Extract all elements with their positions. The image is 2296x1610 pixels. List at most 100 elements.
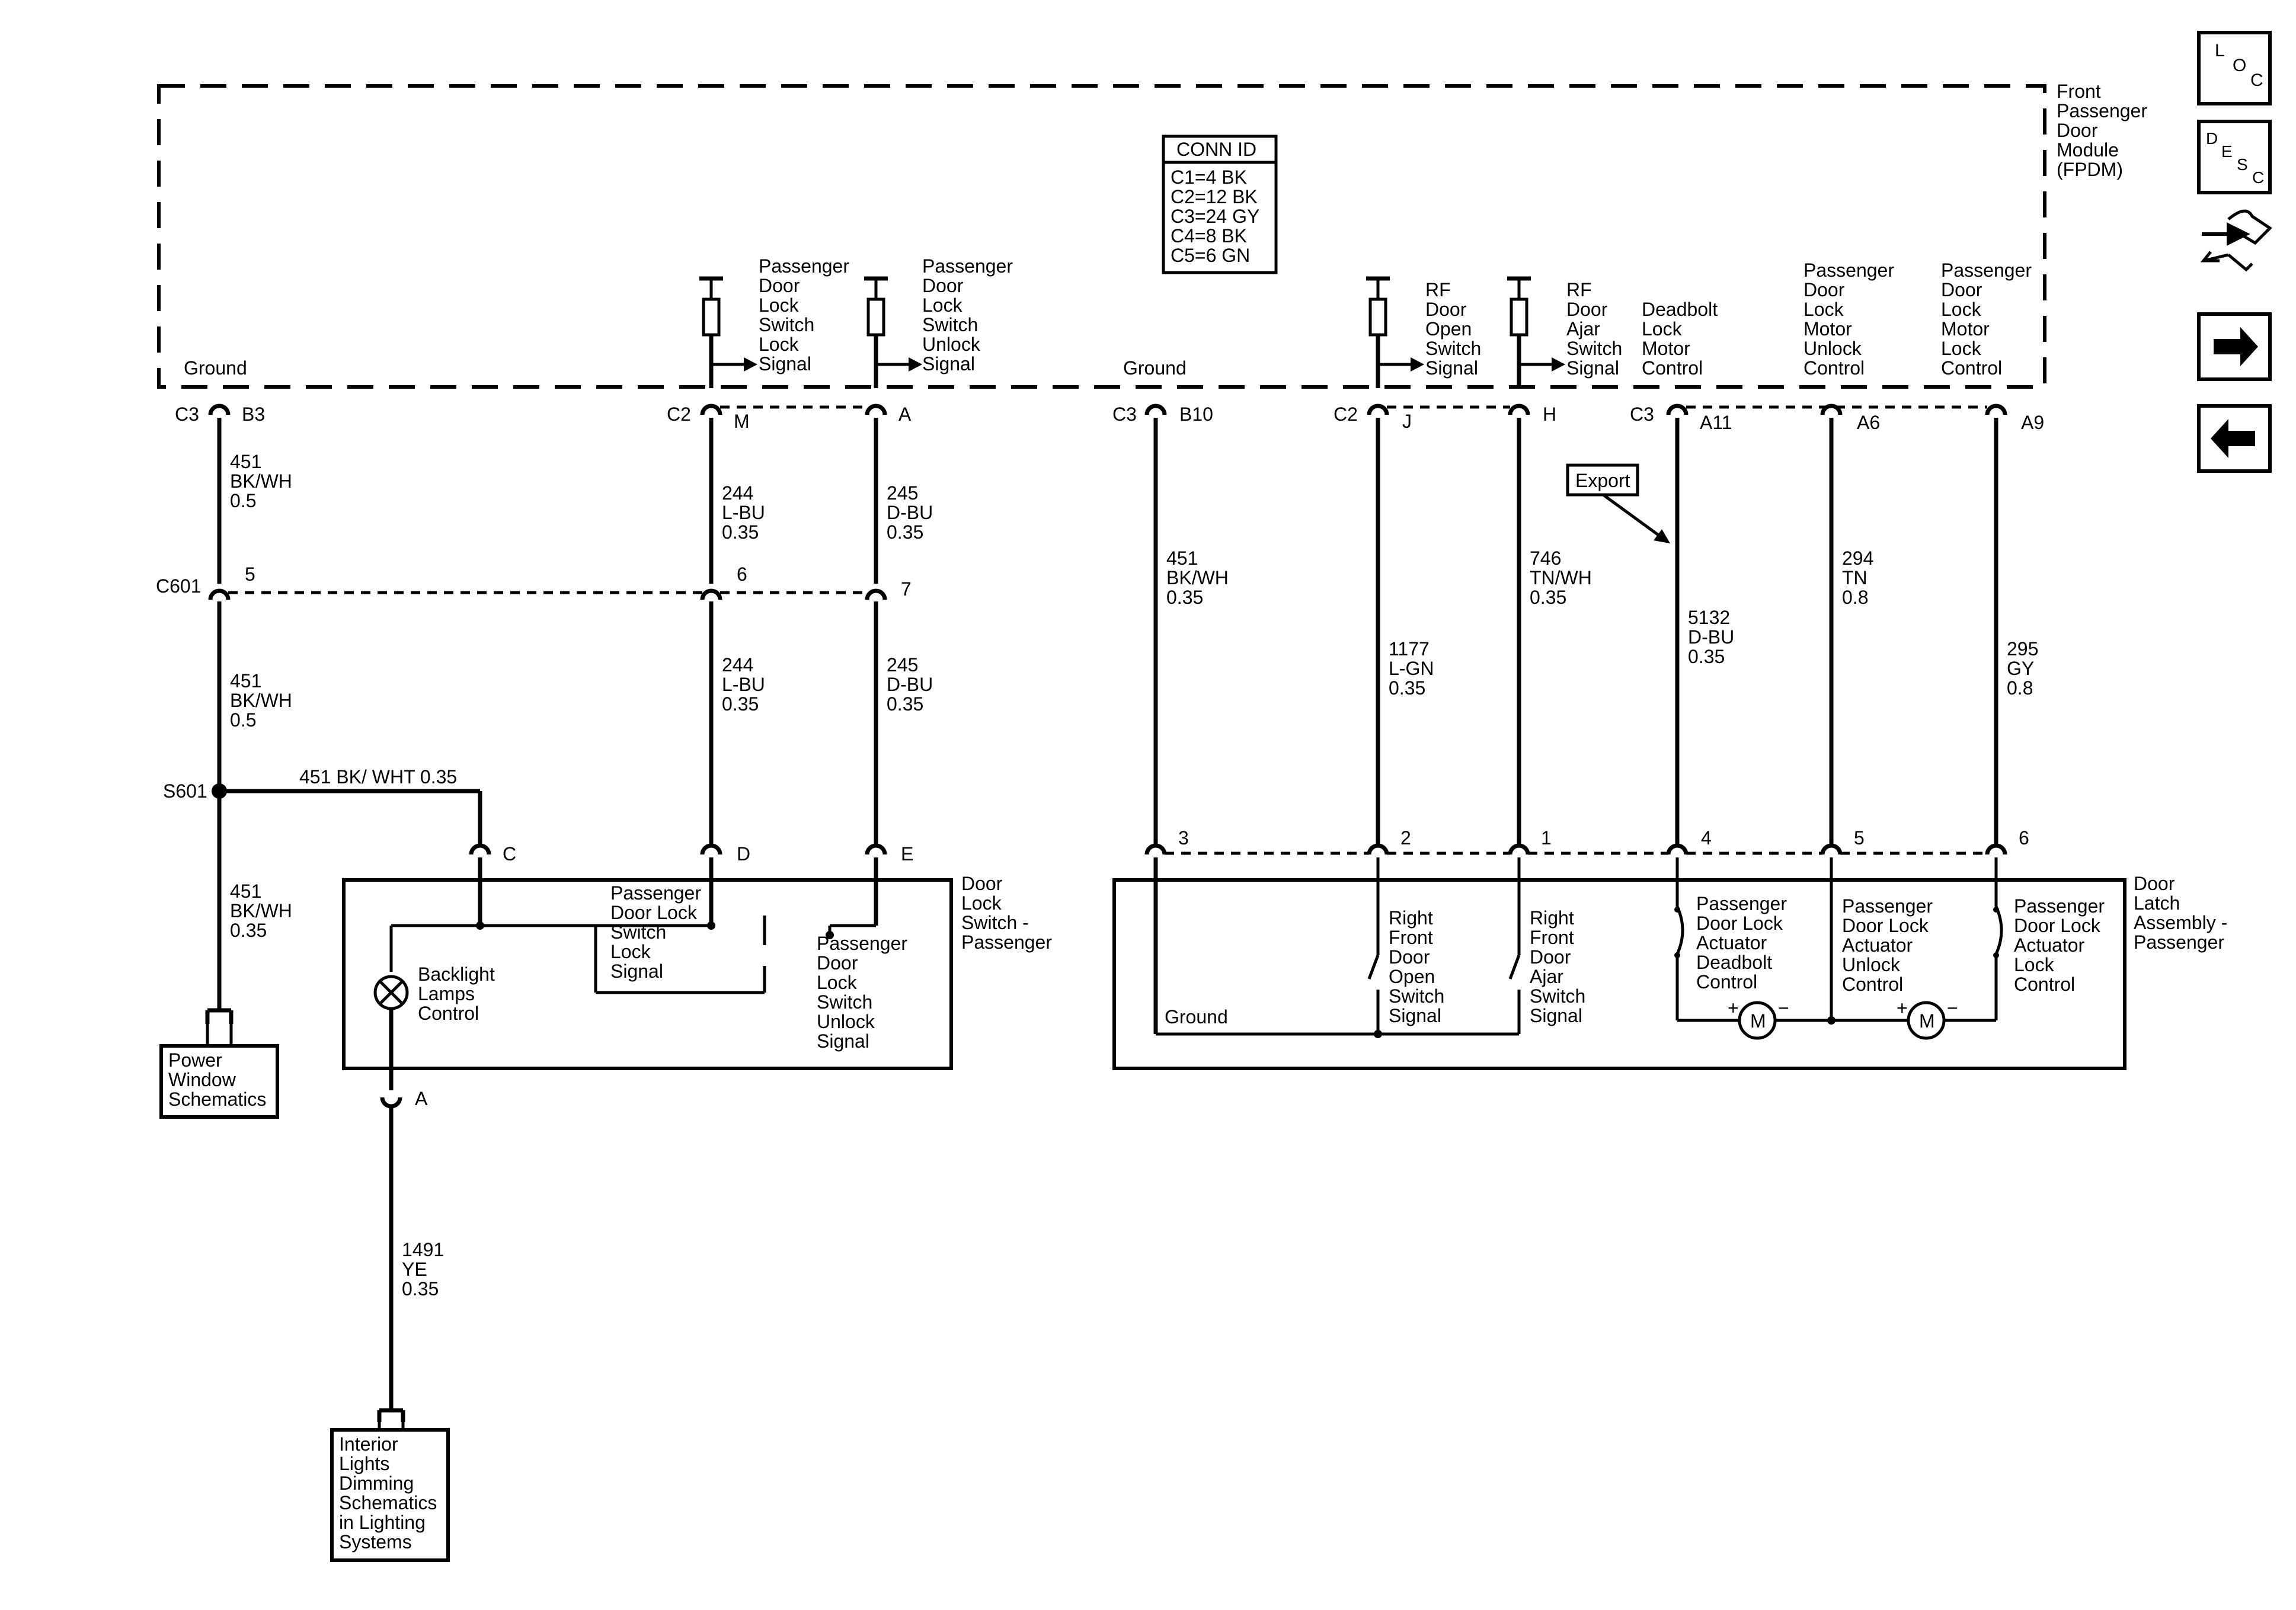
pullup-resistor-m xyxy=(699,276,757,388)
svg-text:GY: GY xyxy=(2007,658,2034,679)
svg-text:BK/WH: BK/WH xyxy=(230,690,292,711)
svg-text:Ground: Ground xyxy=(184,357,247,379)
motor-icon-deadbolt: M + − xyxy=(1728,997,1789,1040)
door-lock-switch-component: C D E Backlight Lamps Control Passenger … xyxy=(342,843,1052,1109)
wire-label-451-b10: 451 BK/WH 0.35 xyxy=(1166,548,1229,608)
svg-text:L-BU: L-BU xyxy=(722,674,765,695)
svg-text:Interior: Interior xyxy=(339,1433,398,1455)
svg-text:Front: Front xyxy=(2057,81,2101,102)
svg-text:BK/WH: BK/WH xyxy=(230,470,292,492)
svg-text:CONN ID: CONN ID xyxy=(1176,139,1256,160)
svg-text:−: − xyxy=(1947,997,1958,1019)
svg-text:C3: C3 xyxy=(1630,404,1654,425)
svg-text:TN/WH: TN/WH xyxy=(1530,567,1592,588)
loc-button[interactable]: L O C xyxy=(2197,31,2272,105)
svg-text:Switch: Switch xyxy=(610,921,666,943)
svg-text:Door: Door xyxy=(1425,299,1467,320)
svg-text:Lock: Lock xyxy=(1642,318,1683,340)
svg-text:Module: Module xyxy=(2057,139,2119,161)
svg-text:C2: C2 xyxy=(667,404,691,425)
svg-text:Unlock: Unlock xyxy=(817,1011,875,1032)
wire-label-294: 294 TN 0.8 xyxy=(1842,548,1873,608)
svg-text:B10: B10 xyxy=(1179,404,1213,425)
svg-text:Passenger: Passenger xyxy=(610,882,701,904)
module-connectors: C3 B3 C2 M A C3 B10 C2 J H C3 A11 A6 A9 xyxy=(175,404,2044,433)
ref-interior-lights-schematics[interactable]: Interior Lights Dimming Schematics in Li… xyxy=(330,1408,450,1562)
svg-text:Control: Control xyxy=(1842,974,1903,995)
svg-text:Lock: Lock xyxy=(1941,338,1982,359)
connector-swap-icon[interactable] xyxy=(2200,209,2272,272)
pullup-resistor-j xyxy=(1366,276,1424,388)
svg-text:Open: Open xyxy=(1389,966,1435,987)
wire-label-451-mid: 451 BK/WH 0.5 xyxy=(230,670,292,731)
svg-text:D-BU: D-BU xyxy=(1688,626,1734,648)
svg-text:C2=12 BK: C2=12 BK xyxy=(1171,186,1258,207)
svg-text:C3: C3 xyxy=(1112,404,1137,425)
svg-text:Actuator: Actuator xyxy=(1842,934,1913,956)
svg-text:Ajar: Ajar xyxy=(1530,966,1563,987)
pin-label-lock-signal: Passenger Door Lock Switch Lock Signal xyxy=(759,255,849,375)
svg-text:Deadbolt: Deadbolt xyxy=(1696,952,1772,973)
latch-text-deadbolt: Passenger Door Lock Actuator Deadbolt Co… xyxy=(1696,893,1787,993)
svg-text:C: C xyxy=(503,843,516,865)
svg-text:−: − xyxy=(1778,997,1789,1019)
svg-text:Dimming: Dimming xyxy=(339,1473,414,1494)
svg-text:0.8: 0.8 xyxy=(2007,677,2033,699)
svg-text:Door: Door xyxy=(1803,279,1845,300)
svg-text:244: 244 xyxy=(722,654,753,676)
module-name: Front Passenger Door Module (FPDM) xyxy=(2057,81,2147,180)
svg-text:1177: 1177 xyxy=(1389,638,1430,660)
svg-text:0.35: 0.35 xyxy=(1688,646,1725,667)
svg-text:Lock: Lock xyxy=(759,334,800,355)
svg-text:Switch: Switch xyxy=(1389,985,1444,1007)
svg-text:Passenger: Passenger xyxy=(1696,893,1787,914)
pin-label-deadbolt: Deadbolt Lock Motor Control xyxy=(1642,299,1718,379)
svg-text:0.35: 0.35 xyxy=(887,693,923,715)
svg-text:3: 3 xyxy=(1178,827,1189,849)
latch-text-lock: Passenger Door Lock Actuator Lock Contro… xyxy=(2014,895,2105,995)
svg-text:Door: Door xyxy=(922,275,964,296)
svg-text:C4=8 BK: C4=8 BK xyxy=(1171,225,1247,247)
svg-text:Signal: Signal xyxy=(1389,1005,1441,1026)
svg-text:Systems: Systems xyxy=(339,1531,412,1553)
desc-button[interactable]: D E S C xyxy=(2197,120,2272,194)
svg-text:B3: B3 xyxy=(242,404,265,425)
svg-text:0.8: 0.8 xyxy=(1842,587,1868,608)
conn-id-table: CONN ID C1=4 BK C2=12 BK C3=24 GY C4=8 B… xyxy=(1162,135,1278,274)
svg-text:C3: C3 xyxy=(175,404,199,425)
svg-text:Motor: Motor xyxy=(1642,338,1690,359)
svg-text:Actuator: Actuator xyxy=(1696,932,1767,953)
svg-text:Actuator: Actuator xyxy=(2014,934,2085,956)
svg-text:0.35: 0.35 xyxy=(1530,587,1566,608)
svg-text:L: L xyxy=(2215,41,2225,60)
svg-text:D: D xyxy=(2206,129,2218,148)
ref-power-window-schematics[interactable]: Power Window Schematics xyxy=(159,1008,279,1119)
arrow-left-icon[interactable] xyxy=(2197,404,2272,473)
pin-label-rf-ajar: RF Door Ajar Switch Signal xyxy=(1566,279,1622,379)
svg-text:Signal: Signal xyxy=(1425,357,1478,379)
svg-text:Passenger: Passenger xyxy=(817,933,907,954)
svg-text:Backlight: Backlight xyxy=(418,964,495,985)
door-latch-assembly-component: 3 2 1 4 5 6 Ground xyxy=(1112,827,2227,1070)
wire-label-245-mid: 245 D-BU 0.35 xyxy=(887,654,933,715)
svg-text:0.35: 0.35 xyxy=(722,521,759,543)
svg-text:Front: Front xyxy=(1530,927,1574,948)
wire-label-245-top: 245 D-BU 0.35 xyxy=(887,482,933,543)
pin-label-unlock-signal: Passenger Door Lock Switch Unlock Signal xyxy=(922,255,1013,375)
svg-text:Door Lock: Door Lock xyxy=(1842,915,1929,936)
svg-text:Control: Control xyxy=(1696,971,1757,993)
svg-text:Door: Door xyxy=(2057,120,2098,141)
svg-text:Control: Control xyxy=(1642,357,1703,379)
arrow-right-icon[interactable] xyxy=(2197,312,2272,381)
pin-label-rf-open: RF Door Open Switch Signal xyxy=(1425,279,1481,379)
splice-s601: S601 xyxy=(163,780,227,802)
svg-text:2: 2 xyxy=(1400,827,1411,849)
svg-text:Control: Control xyxy=(2014,974,2075,995)
svg-text:451: 451 xyxy=(230,881,261,902)
svg-text:0.35: 0.35 xyxy=(887,521,923,543)
svg-text:Control: Control xyxy=(1803,357,1865,379)
svg-text:M: M xyxy=(1919,1010,1935,1032)
svg-text:BK/WH: BK/WH xyxy=(230,900,292,921)
wire-label-244-mid: 244 L-BU 0.35 xyxy=(722,654,765,715)
